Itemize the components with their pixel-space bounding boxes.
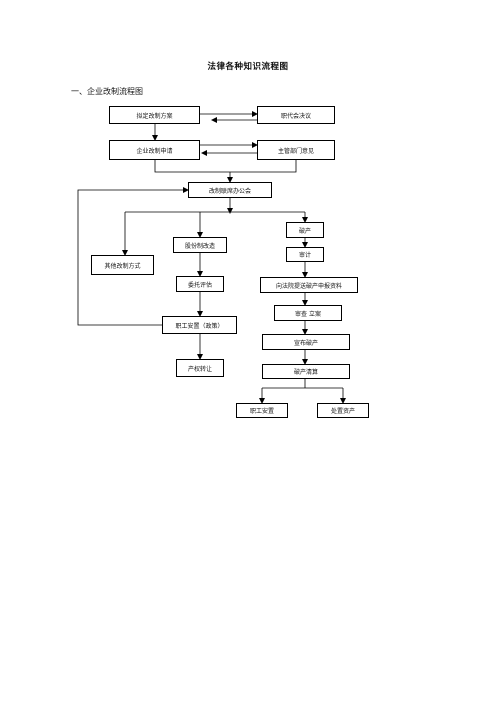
node-declare-bankruptcy: 宣布破产	[262, 334, 350, 350]
node-liquidation: 破产清算	[262, 364, 350, 379]
node-bankruptcy: 破产	[286, 222, 324, 238]
node-authority-opinion: 主管部门意见	[257, 140, 335, 160]
node-draft-plan: 拟定改制方案	[109, 106, 200, 124]
node-entrusted-valuation: 委托评估	[176, 276, 224, 292]
node-review-register: 审查 立案	[274, 305, 342, 321]
node-property-transfer: 产权转让	[176, 359, 224, 377]
node-shareholding-reform: 股份制改造	[173, 237, 227, 253]
node-audit: 审计	[286, 247, 324, 262]
merge-n3-n4	[154, 160, 297, 173]
node-staff-placement-policy: 职工安置（政策）	[162, 316, 237, 334]
node-asset-disposal: 处置资产	[317, 403, 369, 418]
loop-n12-n5	[77, 187, 189, 326]
node-joint-office-meeting: 改制联席办公会	[188, 182, 272, 198]
node-restructure-application: 企业改制申请	[109, 140, 200, 160]
node-submit-bankruptcy-filing: 向法院提送破产申报资料	[260, 277, 358, 293]
node-other-methods: 其他改制方式	[91, 255, 154, 275]
node-staff-placement: 职工安置	[236, 403, 288, 418]
node-staff-resolution: 职代会决议	[257, 106, 335, 124]
page-title: 法律各种知识流程图	[207, 62, 289, 72]
section-heading: 一、企业改制流程图	[71, 87, 143, 96]
